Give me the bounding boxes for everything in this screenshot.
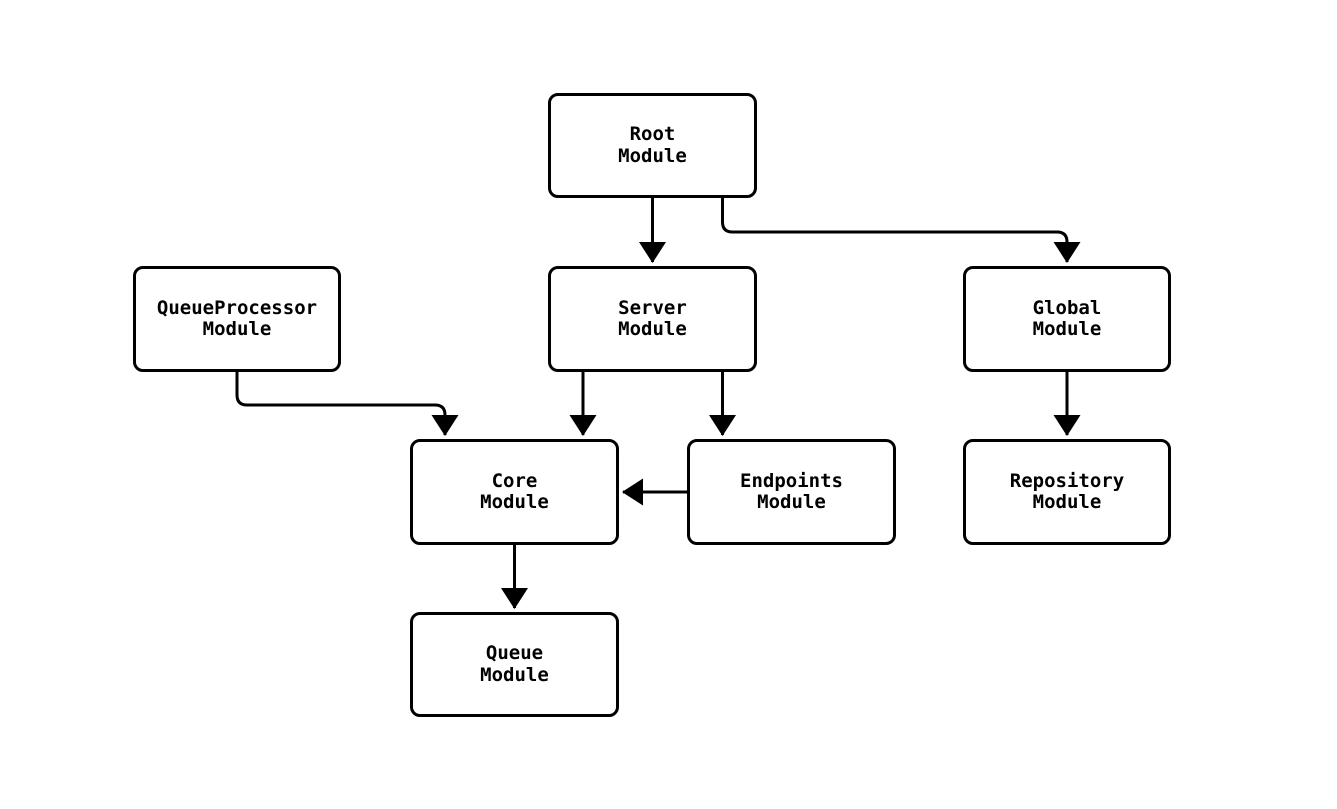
node-global-module: Global Module [963, 266, 1171, 372]
node-endpoints-module-label: Endpoints Module [740, 469, 843, 513]
node-root-module: Root Module [548, 93, 757, 198]
node-core-module: Core Module [410, 439, 619, 545]
node-root-module-label: Root Module [618, 123, 687, 167]
edge-root-to-global [721, 198, 1081, 263]
node-server-module: Server Module [548, 266, 757, 372]
node-queueprocessor-module: QueueProcessor Module [133, 266, 341, 372]
node-server-module-label: Server Module [618, 296, 687, 340]
node-queue-module: Queue Module [410, 612, 619, 717]
node-queue-module-label: Queue Module [480, 642, 549, 686]
node-repository-module-label: Repository Module [1009, 469, 1125, 513]
node-repository-module: Repository Module [963, 439, 1171, 545]
edge-queueprocessor-to-core [235, 372, 459, 436]
node-global-module-label: Global Module [1032, 296, 1102, 340]
node-queueprocessor-module-label: QueueProcessor Module [156, 296, 318, 340]
node-endpoints-module: Endpoints Module [687, 439, 896, 545]
node-core-module-label: Core Module [480, 469, 549, 513]
